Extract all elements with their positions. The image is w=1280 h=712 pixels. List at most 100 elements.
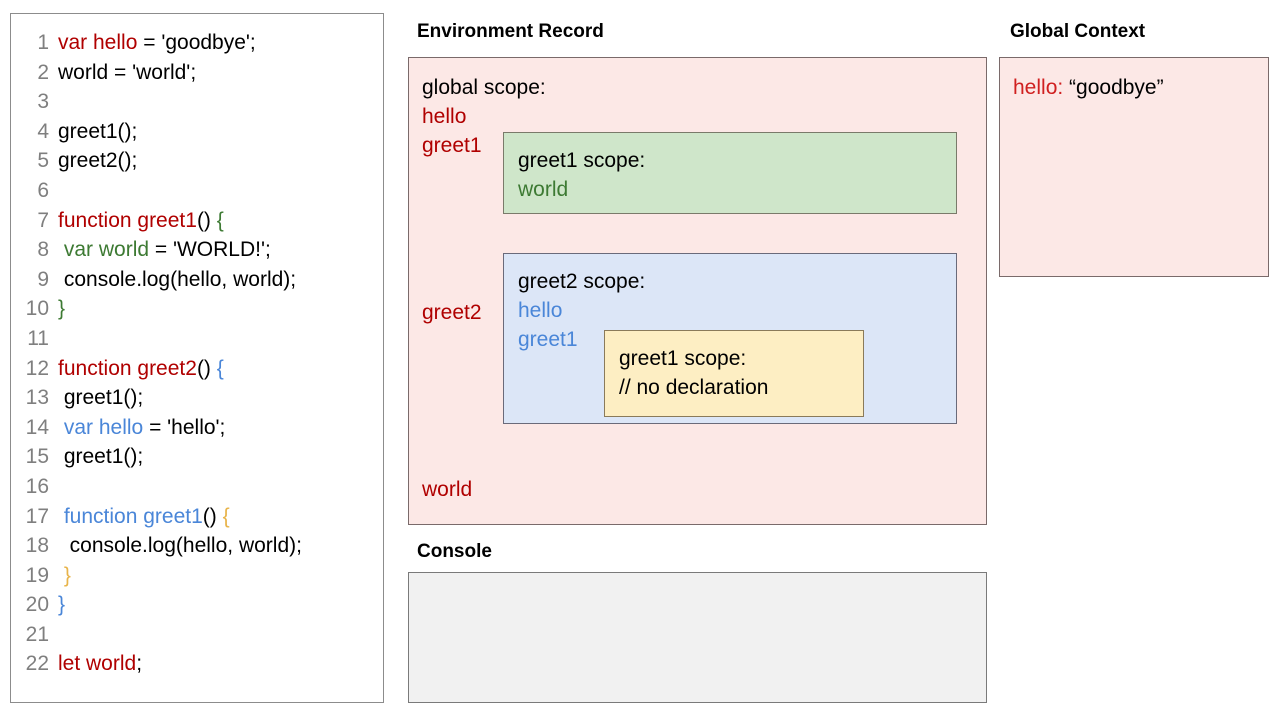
global-binding-hello: hello [422, 105, 467, 128]
code-line: 10} [11, 297, 383, 327]
code-line: 19 } [11, 564, 383, 594]
greet2-scope-title: greet2 scope: [518, 270, 646, 293]
code-token: } [63, 563, 71, 587]
line-number: 18 [25, 534, 49, 558]
code-token: var world [63, 238, 150, 262]
code-line-text: function greet1() { [49, 209, 383, 233]
code-token: console.log(hello, world); [58, 267, 297, 291]
code-line-text: let world; [49, 652, 383, 676]
environment-record-title: Environment Record [417, 21, 604, 42]
line-number: 1 [37, 31, 49, 54]
greet1-scope-title: greet1 scope: [518, 149, 646, 172]
code-line-text: } [49, 297, 383, 321]
code-token: function greet1 [58, 208, 197, 232]
code-line-text: } [49, 593, 383, 617]
greet2-scope-binding-hello: hello [518, 299, 563, 322]
code-line: 11 [11, 327, 383, 357]
code-token: greet1(); [58, 119, 138, 143]
global-context-entry-key: hello: [1013, 76, 1064, 99]
greet1-scope-box: greet1 scope: world [503, 132, 957, 214]
line-number: 16 [25, 474, 49, 498]
global-binding-greet1: greet1 [422, 134, 482, 157]
code-token: { [210, 356, 224, 380]
line-number: 13 [25, 386, 49, 410]
code-token: = 'goodbye'; [137, 31, 256, 54]
line-number: 20 [25, 593, 49, 617]
code-line-text: greet1(); [49, 386, 383, 410]
line-number: 3 [37, 90, 49, 114]
greet1-nested-scope-box: greet1 scope: // no declaration [604, 330, 864, 417]
global-binding-world: world [422, 478, 473, 501]
greet2-scope-binding-greet1: greet1 [518, 328, 578, 351]
greet1-nested-scope-title: greet1 scope: [619, 347, 747, 370]
code-token: () [196, 356, 211, 380]
code-line-text: greet1(); [49, 120, 383, 144]
console-title: Console [417, 541, 492, 562]
code-token: var hello [58, 31, 138, 54]
code-token: function greet2 [58, 356, 197, 380]
code-line: 13 greet1(); [11, 386, 383, 416]
global-context-box: hello: “goodbye” [999, 57, 1269, 277]
line-number: 19 [25, 563, 49, 587]
global-scope-label: global scope: [422, 76, 546, 99]
code-line: 17 function greet1() { [11, 505, 383, 535]
line-number: 17 [25, 504, 49, 528]
line-number: 7 [37, 208, 49, 232]
code-token: = 'hello'; [143, 415, 226, 439]
code-token: () [196, 208, 211, 232]
code-line: 16 [11, 475, 383, 505]
code-token: } [58, 593, 66, 617]
code-line: 14 var hello = 'hello'; [11, 416, 383, 446]
code-line-text: var hello = 'goodbye'; [49, 31, 383, 55]
line-number: 6 [37, 178, 49, 202]
line-number: 5 [37, 149, 49, 173]
code-token: greet1(); [58, 445, 144, 469]
code-line: 3 [11, 90, 383, 120]
code-line: 9 console.log(hello, world); [11, 268, 383, 298]
global-context-entry-value: “goodbye” [1063, 76, 1164, 99]
line-number: 11 [27, 326, 49, 350]
code-line: 6 [11, 179, 383, 209]
code-line-text: world = 'world'; [49, 61, 383, 85]
line-number: 15 [25, 445, 49, 469]
code-token: world = 'world'; [58, 60, 197, 84]
code-token: = 'WORLD!'; [149, 238, 271, 262]
code-line-text: console.log(hello, world); [49, 534, 383, 558]
code-token: var hello [63, 415, 144, 439]
console-box[interactable] [408, 572, 987, 703]
greet2-scope-box: greet2 scope: hello greet1 greet1 scope:… [503, 253, 957, 424]
greet1-scope-binding-world: world [518, 178, 569, 201]
greet1-nested-scope-note: // no declaration [619, 376, 769, 399]
code-line: 20} [11, 593, 383, 623]
code-token: console.log(hello, world); [58, 534, 302, 558]
code-token: } [58, 297, 66, 321]
code-token: greet1(); [58, 386, 144, 410]
line-number: 9 [37, 267, 49, 291]
line-number: 10 [25, 297, 49, 321]
code-line-text: greet2(); [49, 149, 383, 173]
line-number: 21 [25, 622, 49, 646]
code-line-text: var world = 'WORLD!'; [49, 238, 383, 262]
code-line-text: } [49, 564, 383, 588]
code-token: greet2(); [58, 149, 138, 173]
code-token: { [210, 208, 224, 232]
code-line-text: var hello = 'hello'; [49, 416, 383, 440]
code-line: 12 function greet2() { [11, 357, 383, 387]
code-line-text: function greet1() { [49, 505, 383, 529]
code-token: let world [58, 652, 137, 676]
line-number: 22 [25, 652, 49, 676]
code-line: 15 greet1(); [11, 445, 383, 475]
code-line: 8 var world = 'WORLD!'; [11, 238, 383, 268]
line-number: 8 [37, 238, 49, 262]
code-line: 21 [11, 623, 383, 653]
global-context-entry: hello: “goodbye” [1013, 76, 1164, 100]
line-number: 12 [25, 356, 49, 380]
code-token: { [216, 504, 230, 528]
global-context-title: Global Context [1010, 21, 1146, 42]
